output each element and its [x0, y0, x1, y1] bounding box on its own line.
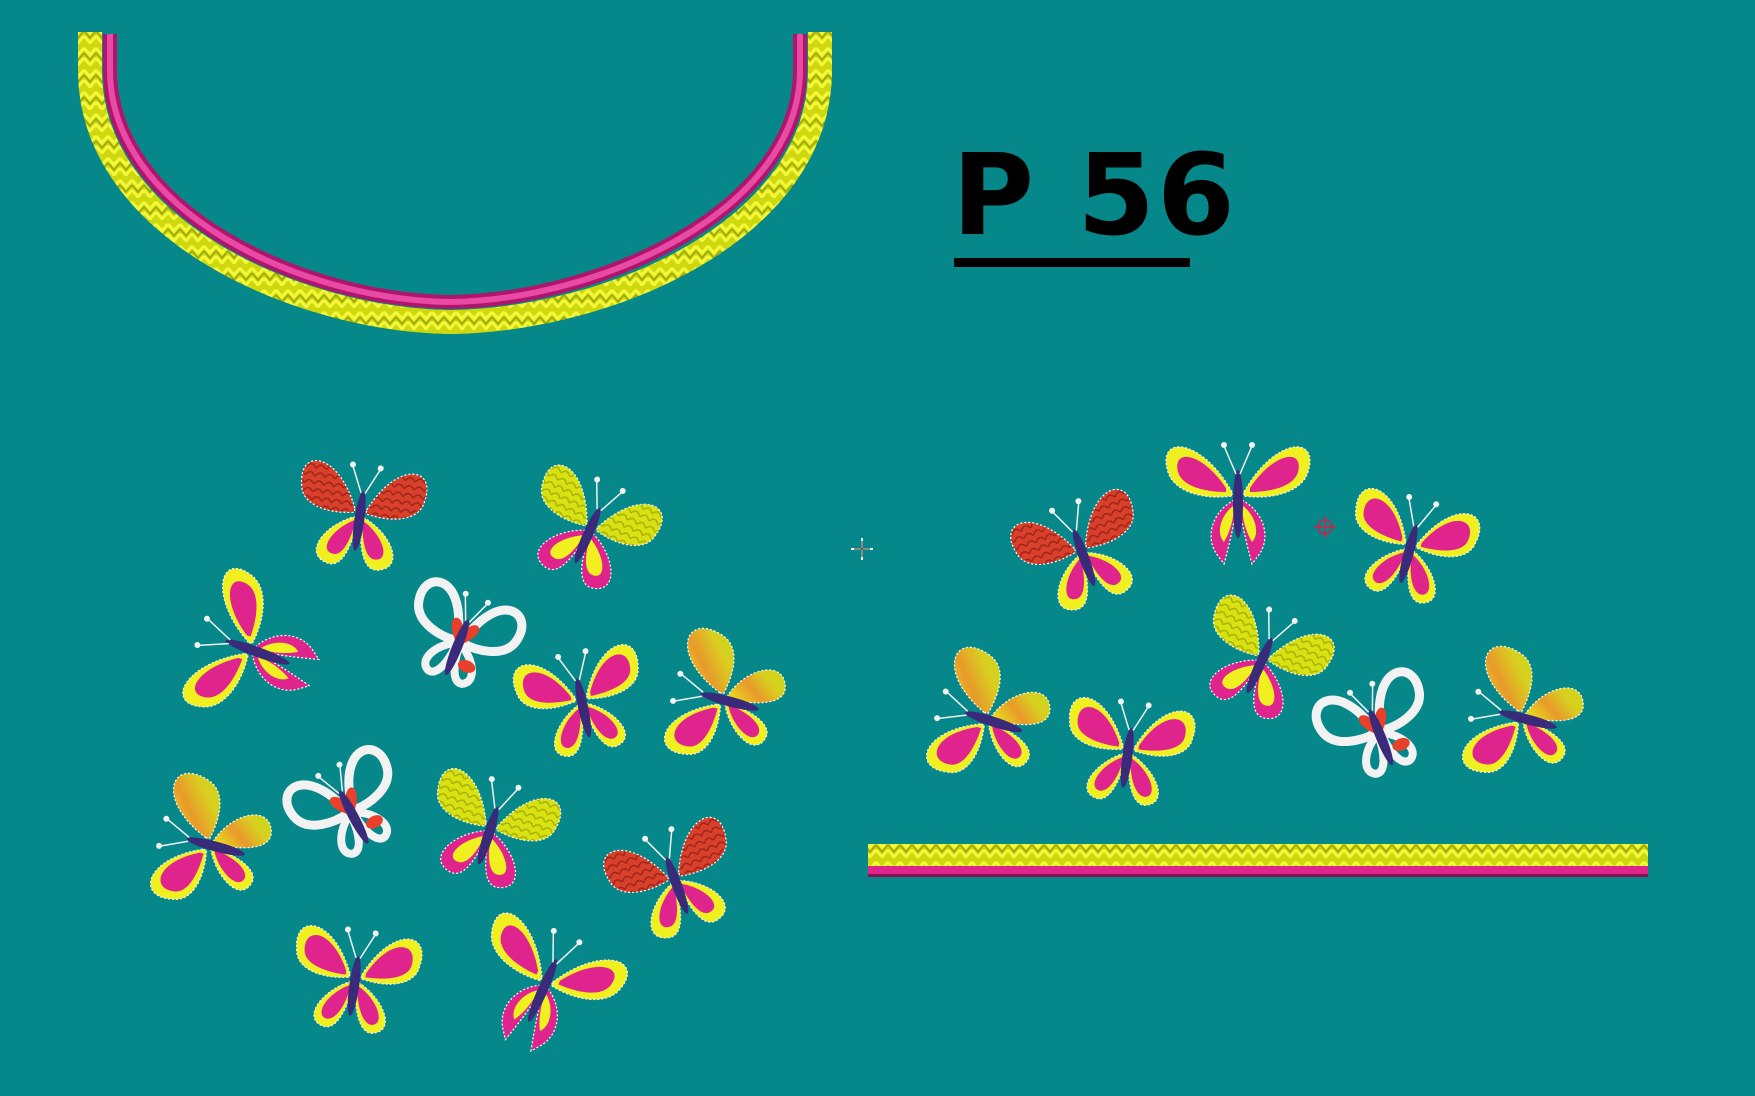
butterfly: [284, 918, 426, 1040]
registration-mark-icon: [1314, 516, 1336, 538]
butterfly-cluster-right: [918, 441, 1594, 812]
butterfly: [174, 562, 340, 741]
butterfly: [597, 808, 753, 952]
neckline-border: [78, 32, 832, 335]
butterfly: [1057, 690, 1199, 812]
butterfly: [280, 742, 416, 870]
straight-border: [868, 844, 1648, 877]
butterfly: [508, 637, 655, 766]
butterfly: [510, 456, 670, 605]
butterfly: [1310, 665, 1442, 787]
butterfly: [1335, 480, 1486, 614]
design-title: P 56: [952, 131, 1237, 261]
butterfly: [918, 641, 1063, 799]
butterfly: [451, 903, 635, 1076]
butterfly: [1454, 641, 1594, 795]
crosshair-cursor-icon: [851, 538, 873, 560]
butterfly: [289, 453, 431, 577]
butterfly: [395, 575, 527, 697]
butterfly: [1165, 441, 1311, 565]
butterfly: [1004, 480, 1160, 624]
butterfly: [142, 768, 282, 922]
title-underline: [954, 258, 1190, 267]
butterfly-cluster-left: [142, 453, 796, 1076]
butterfly: [413, 760, 567, 901]
butterfly: [656, 623, 796, 777]
